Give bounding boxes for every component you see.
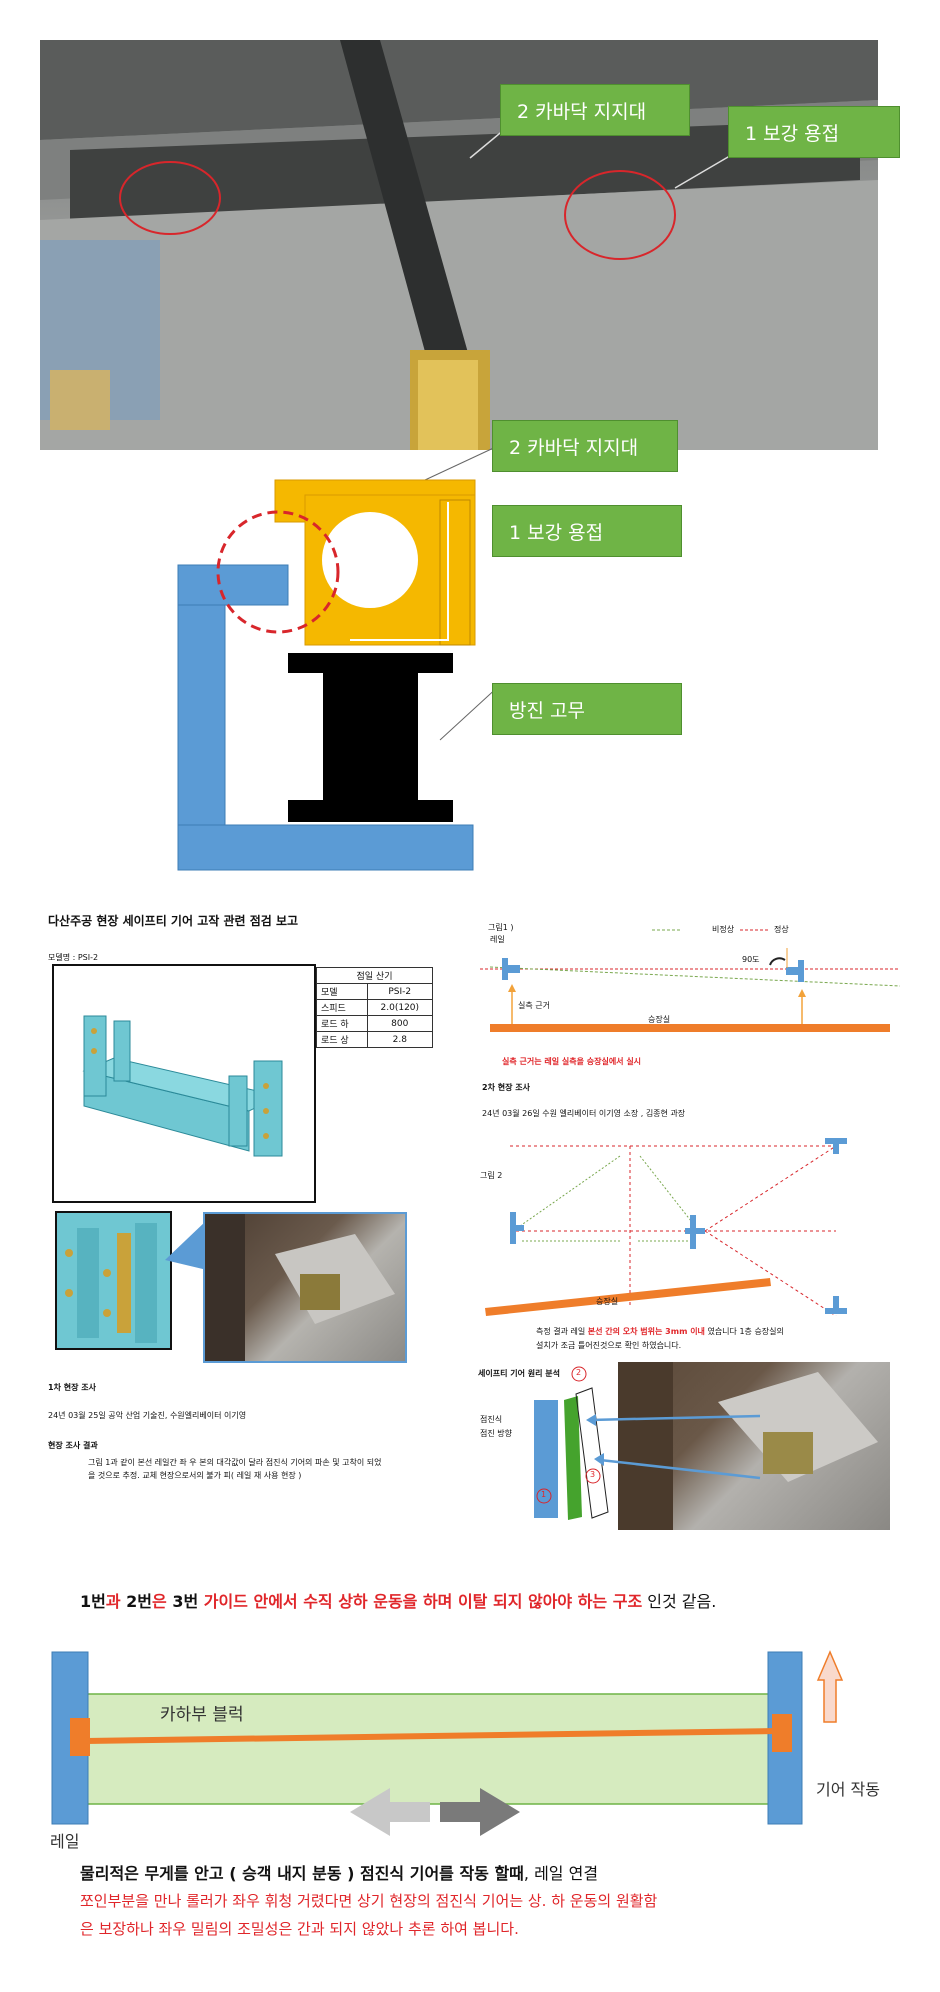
conclusion-rest: , 레일 연결 (523, 1864, 599, 1883)
headline-part: 2번 (126, 1592, 153, 1611)
figure1-diagram (480, 929, 900, 1032)
fig2-label: 그림 2 (480, 1171, 503, 1180)
callout-arrow (165, 1220, 207, 1270)
gear-action-label: 기어 작동 (816, 1780, 880, 1799)
fig1-legend-abnormal: 비정상 (712, 925, 735, 934)
spec-value: 2.0(120) (366, 999, 434, 1016)
diagram-label-rubber: 방진 고무 (492, 683, 682, 735)
fig1-legend-normal: 정상 (774, 925, 789, 934)
fig2-result-part1: 측정 결과 레일 (536, 1327, 588, 1336)
principle-n2: 2 (576, 1368, 582, 1377)
gear-site-photo-right (618, 1362, 890, 1530)
principle-label2: 점진 방향 (480, 1429, 512, 1438)
spec-label: 로드 하 (316, 1015, 368, 1032)
headline-part: 은 (152, 1592, 173, 1611)
conclusion-line2: 쪼인부분을 만나 롤러가 좌우 휘청 거렸다면 상기 현장의 점진식 기어는 상… (80, 1892, 658, 1910)
cross-section-diagram (177, 444, 501, 871)
support-photo (40, 40, 878, 450)
headline-part: 인것 같음. (642, 1592, 717, 1611)
figure2-diagram (485, 1138, 847, 1316)
principle-n3: 3 (590, 1470, 596, 1479)
spec-label: 스피드 (316, 999, 368, 1016)
principle-label1: 점진식 (480, 1415, 503, 1424)
headline-part: 3번 (172, 1592, 199, 1611)
principle-n1: 1 (541, 1490, 547, 1499)
bottom-headline: 1번과 2번은 3번 가이드 안에서 수직 상하 운동을 하며 이탈 되지 않아… (80, 1588, 716, 1612)
fig2-car-room-label: 승장실 (596, 1297, 619, 1306)
gear-site-photo-left (203, 1212, 407, 1363)
rail-label: 레일 (50, 1832, 80, 1851)
survey2-line: 24년 03월 26일 수원 엘리베이터 이기영 소장 , 김종현 과장 (482, 1109, 686, 1118)
survey1-heading: 1차 현장 조사 (48, 1383, 96, 1392)
fig1-rail-label: 레일 (490, 935, 505, 944)
conclusion-bold: 물리적은 무게를 안고 ( 승객 내지 분동 ) 점진식 기어를 작동 할때 (80, 1864, 524, 1883)
photo-label-weld: 1 보강 용접 (728, 106, 900, 158)
principle-arrows (586, 1414, 761, 1480)
spec-value: PSI-2 (366, 983, 434, 1000)
block-diagram (51, 1650, 844, 1836)
principle-diagram (534, 1366, 609, 1520)
headline-part: 과 (105, 1592, 127, 1611)
fig2-result-line1: 측정 결과 레일 본선 간의 오차 범위는 3mm 이내 였습니다 1층 승장실… (536, 1326, 784, 1337)
fig1-label: 그림1 ) (488, 923, 514, 932)
principle-heading: 세이프티 기어 원리 분석 (478, 1369, 560, 1378)
fig1-measure-label: 실측 근거 (518, 1001, 550, 1010)
headline-part: 1번 (80, 1592, 106, 1611)
survey1-line: 24년 03월 25일 공악 산업 기술진, 수원엘리베이터 이기영 (48, 1411, 247, 1420)
diagram-label-weld: 1 보강 용접 (492, 505, 682, 557)
spec-label: 로드 상 (316, 1031, 368, 1048)
survey1-result-text: 그림 1과 같이 본선 레일간 좌 우 본의 대각값이 달라 점진식 기어의 파… (88, 1458, 382, 1480)
spec-table-header: 점일 산기 (316, 967, 433, 984)
fig1-car-room-label: 승장실 (648, 1015, 671, 1024)
spec-value: 2.8 (366, 1031, 434, 1048)
diagram-label-support: 2 카바닥 지지대 (492, 420, 678, 472)
conclusion-line1: 물리적은 무게를 안고 ( 승객 내지 분동 ) 점진식 기어를 작동 할때, … (80, 1860, 598, 1884)
report-title: 다산주공 현장 세이프티 기어 고작 관련 점검 보고 (48, 914, 299, 928)
fig1-note: 실측 근거는 레일 실측을 승장실에서 실시 (502, 1057, 642, 1066)
fig2-result-line2: 설치가 조금 틀어진것으로 확인 하였습니다. (536, 1341, 682, 1350)
fig1-angle-label: 90도 (742, 955, 760, 964)
spec-label: 모델 (316, 983, 368, 1000)
fig2-result-red: 본선 간의 오차 범위는 3mm 이내 (587, 1327, 705, 1336)
block-label: 카하부 블럭 (160, 1705, 244, 1725)
photo-label-support: 2 카바닥 지지대 (500, 84, 690, 136)
gear-closeup-model (55, 1211, 172, 1350)
conclusion-line3: 은 보장하나 좌우 밀림의 조밀성은 간과 되지 않았나 추론 하여 봅니다. (80, 1920, 519, 1938)
spec-value: 800 (366, 1015, 434, 1032)
fig2-result-part2: 였습니다 1층 승장실의 (704, 1327, 784, 1336)
headline-part: 가이드 안에서 수직 상하 운동을 하며 이탈 되지 않아야 하는 구조 (198, 1592, 643, 1611)
model-line: 모델명 : PSI-2 (48, 953, 99, 962)
safety-gear-model-image (52, 964, 316, 1203)
survey1-result-heading: 현장 조사 결과 (48, 1441, 98, 1450)
survey2-heading: 2차 현장 조사 (482, 1083, 530, 1092)
